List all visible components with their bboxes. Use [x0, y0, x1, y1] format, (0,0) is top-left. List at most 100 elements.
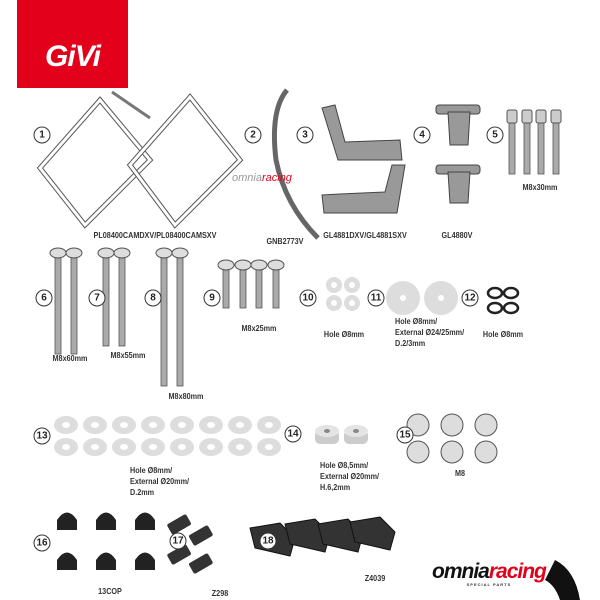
- bolt-head: [65, 247, 83, 259]
- part-label-2: GNB2773V: [266, 236, 304, 246]
- washer-hole: [149, 422, 157, 428]
- bolt-shank: [222, 267, 230, 309]
- part-number-7: 7: [88, 289, 106, 307]
- washer-hole: [207, 444, 215, 450]
- part-number-5: 5: [486, 126, 504, 144]
- bolt-head: [97, 247, 115, 259]
- washer-hole: [236, 444, 244, 450]
- givi-logo: GiVi: [17, 0, 128, 88]
- plates: [321, 104, 406, 214]
- washer-hole: [438, 295, 444, 301]
- part-label-13: Hole Ø8mm/External Ø20mm/D.2mm: [130, 465, 189, 498]
- part-number-15: 15: [396, 426, 414, 444]
- part-label-14: Hole Ø8,5mm/External Ø20mm/H.6,2mm: [320, 460, 379, 493]
- part-number-2: 2: [244, 126, 262, 144]
- bolt-head: [113, 247, 131, 259]
- bolt-shank: [508, 121, 516, 175]
- part-label-15: M8: [454, 468, 466, 478]
- label-line: External Ø20mm/: [130, 476, 190, 486]
- bolt-head: [535, 109, 547, 124]
- part-number-14: 14: [284, 425, 302, 443]
- bolt-shank: [118, 255, 126, 347]
- label-line: D.2mm: [130, 487, 155, 497]
- washer-hole: [236, 422, 244, 428]
- bolt-shank: [160, 255, 168, 387]
- part-number-17: 17: [169, 532, 187, 550]
- bolt-head: [155, 247, 173, 259]
- flange-nuts: [406, 413, 498, 464]
- washer-hole: [178, 422, 186, 428]
- bolt-head: [550, 109, 562, 124]
- washer-hole: [265, 422, 273, 428]
- watermark: omniaracing: [232, 172, 292, 184]
- label-line: Hole Ø8mm/: [395, 316, 438, 326]
- part-number-3: 3: [296, 126, 314, 144]
- part-label-12: Hole Ø8mm: [482, 329, 524, 339]
- bolt-head: [49, 247, 67, 259]
- brackets: [435, 104, 481, 204]
- spring-washer: [486, 301, 504, 315]
- washer-hole: [331, 300, 337, 306]
- omniaracing-dragon-icon: [545, 560, 580, 600]
- part-number-11: 11: [367, 289, 385, 307]
- bolts: [49, 109, 562, 387]
- label-line: D.2/3mm: [395, 338, 426, 348]
- washer-hole: [265, 444, 273, 450]
- label-line: H.6,2mm: [320, 482, 351, 492]
- part-label-17: Z298: [211, 588, 229, 598]
- part-number-8: 8: [144, 289, 162, 307]
- label-line: Hole Ø8,5mm/: [320, 460, 369, 470]
- part-number-10: 10: [299, 289, 317, 307]
- caps: [57, 512, 155, 570]
- part-number-18: 18: [259, 532, 277, 550]
- bolt-shank: [70, 255, 78, 355]
- washer-hole: [62, 422, 70, 428]
- washer-hole: [120, 422, 128, 428]
- washers: [54, 277, 520, 456]
- bolt-shank: [239, 267, 247, 309]
- spacers: [249, 516, 396, 557]
- part-number-13: 13: [33, 427, 51, 445]
- bolt-head: [521, 109, 533, 124]
- washer-hole: [91, 444, 99, 450]
- label-line: Hole Ø8mm/: [130, 465, 173, 475]
- part-label-11: Hole Ø8mm/External Ø24/25mm/D.2/3mm: [395, 316, 464, 349]
- part-label-18: Z4039: [364, 573, 386, 583]
- part-label-3: GL4881DXV/GL4881SXV: [323, 230, 407, 240]
- part-label-4: GL4880V: [441, 230, 473, 240]
- bolt-shank: [54, 255, 62, 355]
- label-line: External Ø24/25mm/: [395, 327, 465, 337]
- bolt-head: [217, 259, 235, 271]
- washer-hole: [400, 295, 406, 301]
- part-label-8: M8x80mm: [168, 391, 204, 401]
- part-label-16: 13COP: [98, 586, 122, 596]
- washer-hole: [207, 422, 215, 428]
- bolt-head: [171, 247, 189, 259]
- part-label-10: Hole Ø8mm: [323, 329, 365, 339]
- bolt-shank: [272, 267, 280, 309]
- bolt-shank: [255, 267, 263, 309]
- bolt-head: [506, 109, 518, 124]
- part-number-4: 4: [413, 126, 431, 144]
- part-label-7: M8x55mm: [110, 350, 146, 360]
- logo-text: GiVi: [45, 40, 101, 73]
- bolt-head: [250, 259, 268, 271]
- washer-hole: [349, 282, 355, 288]
- bolt-head: [234, 259, 252, 271]
- spring-washer: [486, 286, 504, 300]
- part-number-16: 16: [33, 534, 51, 552]
- part-number-12: 12: [461, 289, 479, 307]
- washer-hole: [324, 429, 330, 433]
- washer-hole: [91, 422, 99, 428]
- part-number-1: 1: [33, 126, 51, 144]
- washer-hole: [178, 444, 186, 450]
- part-label-5: M8x30mm: [522, 182, 558, 192]
- part-number-6: 6: [35, 289, 53, 307]
- washer-hole: [62, 444, 70, 450]
- rubber-pads: [167, 514, 213, 574]
- part-label-9: M8x25mm: [241, 323, 277, 333]
- washer-hole: [353, 429, 359, 433]
- label-line: External Ø20mm/: [320, 471, 380, 481]
- washer-hole: [120, 444, 128, 450]
